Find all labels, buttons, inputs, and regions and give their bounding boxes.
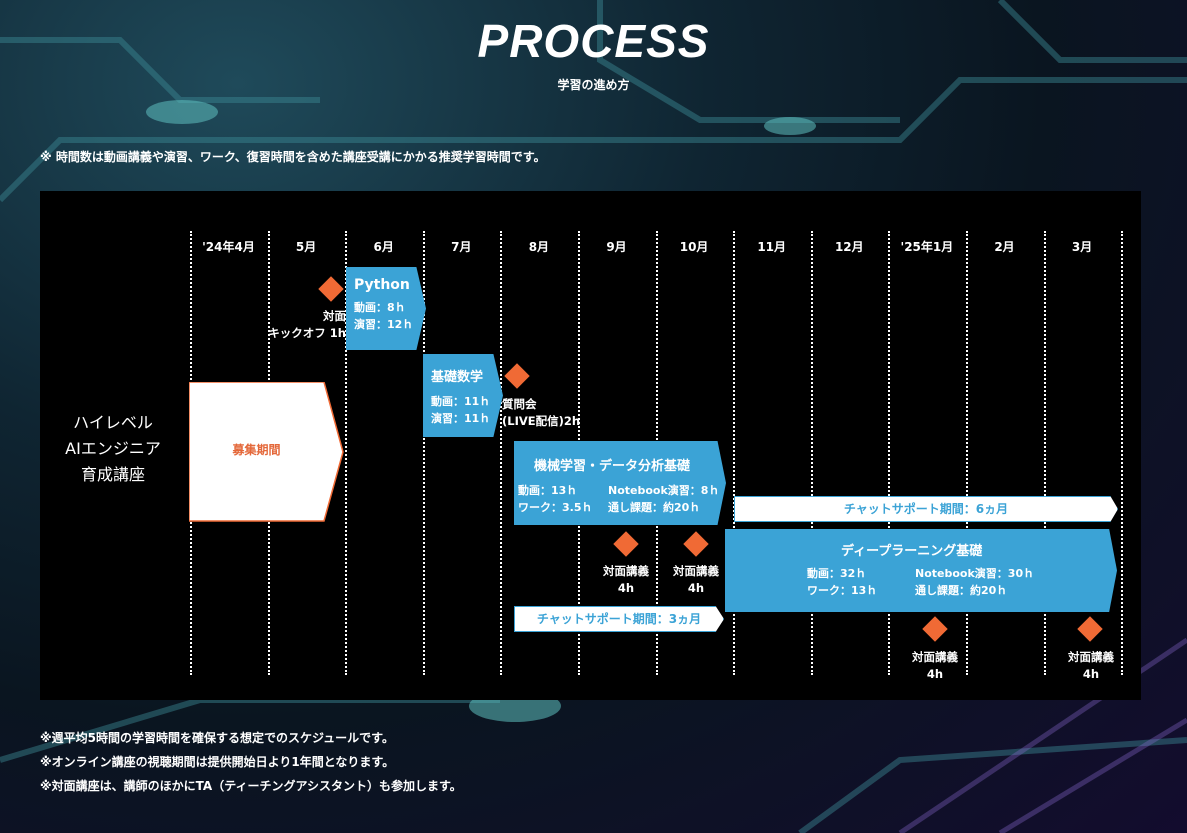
course-name-line: ハイレベル [73, 413, 153, 432]
month-label: 2月 [994, 240, 1015, 254]
ml-row: 動画：13ｈ Notebook演習：8ｈ [518, 482, 726, 499]
dl-work-hours: ワーク：13ｈ [807, 584, 878, 597]
footnote: ※週平均5時間の学習時間を確保する想定でのスケジュールです。 [40, 731, 394, 745]
lecture-label-line: 4h [926, 667, 944, 681]
lecture-label-line: 4h [617, 581, 635, 595]
month-label: '24年4月 [202, 240, 255, 254]
course-name: ハイレベル AIエンジニア 育成講座 [48, 410, 178, 488]
dl-notebook-hours: Notebook演習：30ｈ [915, 567, 1035, 580]
dl-video-hours: 動画：32ｈ [807, 567, 867, 580]
month-label: 10月 [679, 240, 709, 254]
lecture-label-sep: 対面講義 4h [596, 563, 656, 597]
dl-row: ワーク：13ｈ 通し課題：約20ｈ [807, 582, 1117, 599]
course-name-line: 育成講座 [80, 465, 145, 484]
month-label: 8月 [528, 240, 550, 254]
ml-title: 機械学習・データ分析基礎 [533, 459, 690, 474]
qa-label-line: 質問会 [502, 397, 537, 411]
ml-work-hours: ワーク：3.5ｈ [518, 501, 593, 514]
month-divider [422, 231, 425, 675]
month-divider [810, 231, 813, 675]
lecture-label-mar: 対面講義 4h [1060, 649, 1122, 683]
month-divider [345, 231, 348, 675]
ml-assignment-hours: 通し課題：約20ｈ [608, 501, 701, 514]
month-divider [1121, 231, 1124, 675]
lecture-label-line: 対面講義 [912, 650, 958, 664]
lecture-label-line: 対面講義 [603, 564, 649, 578]
dl-title: ディープラーニング基礎 [841, 544, 983, 559]
month-divider [966, 231, 968, 675]
month-label: 3月 [1071, 240, 1093, 254]
ml-video-hours: 動画：13ｈ [518, 484, 578, 497]
month-label: 12月 [834, 240, 864, 254]
lecture-label-jan: 対面講義 4h [904, 649, 966, 683]
hours-note: ※ 時間数は動画講義や演習、ワーク、復習時間を含めた講座受講にかかる推奨学習時間… [40, 150, 546, 164]
python-exercise-hours: 演習：12ｈ [354, 318, 414, 331]
dl-row: 動画：32ｈ Notebook演習：30ｈ [807, 565, 1117, 582]
footnote: ※対面講座は、講師のほかにTA（ティーチングアシスタント）も参加します。 [40, 779, 462, 793]
lecture-label-oct: 対面講義 4h [666, 563, 726, 597]
lecture-label-line: 対面講義 [673, 564, 719, 578]
recruitment-period-shape [189, 382, 344, 522]
lecture-label-line: 4h [687, 581, 705, 595]
python-module: Python 動画：8ｈ 演習：12ｈ [346, 267, 426, 350]
python-video-hours: 動画：8ｈ [354, 301, 406, 314]
math-title: 基礎数学 [431, 370, 484, 385]
month-label: 11月 [757, 240, 787, 254]
ml-module: 機械学習・データ分析基礎 動画：13ｈ Notebook演習：8ｈ ワーク：3.… [514, 441, 726, 525]
month-label: 7月 [451, 240, 472, 254]
course-name-line: AIエンジニア [65, 439, 161, 458]
chat-support-3m: チャットサポート期間：3ヵ月 [514, 606, 724, 632]
math-module: 基礎数学 動画：11ｈ 演習：11ｈ [423, 354, 503, 437]
footnote: ※オンライン講座の視聴期間は提供開始日より1年間となります。 [40, 755, 395, 769]
page-title: PROCESS [477, 15, 710, 67]
math-video-hours: 動画：11ｈ [431, 395, 491, 408]
qa-label-line: (LIVE配信)2h [502, 414, 581, 428]
python-title: Python [354, 277, 410, 293]
lecture-label-line: 4h [1082, 667, 1100, 681]
recruitment-period-label: 募集期間 [232, 443, 281, 457]
kickoff-label-line: キックオフ 1h [268, 326, 346, 340]
ml-notebook-hours: Notebook演習：8ｈ [608, 484, 720, 497]
chat-support-6m: チャットサポート期間：6ヵ月 [734, 496, 1118, 522]
kickoff-label: 対面 キックオフ 1h [252, 308, 346, 342]
month-label: 5月 [295, 240, 317, 254]
qa-label: 質問会 (LIVE配信)2h [502, 396, 580, 430]
month-label: '25年1月 [900, 240, 954, 254]
month-divider [733, 231, 736, 675]
month-divider [1043, 231, 1046, 675]
dl-module: ディープラーニング基礎 動画：32ｈ Notebook演習：30ｈ ワーク：13… [725, 529, 1117, 612]
month-label: 6月 [373, 240, 394, 254]
month-divider [500, 231, 503, 675]
math-exercise-hours: 演習：11ｈ [431, 412, 491, 425]
kickoff-label-line: 対面 [323, 309, 346, 323]
ml-row: ワーク：3.5ｈ 通し課題：約20ｈ [518, 499, 726, 516]
month-divider [888, 231, 891, 675]
month-label: 9月 [606, 240, 627, 254]
lecture-label-line: 対面講義 [1068, 650, 1114, 664]
page-subtitle: 学習の進め方 [557, 78, 630, 92]
dl-assignment-hours: 通し課題：約20ｈ [915, 584, 1008, 597]
